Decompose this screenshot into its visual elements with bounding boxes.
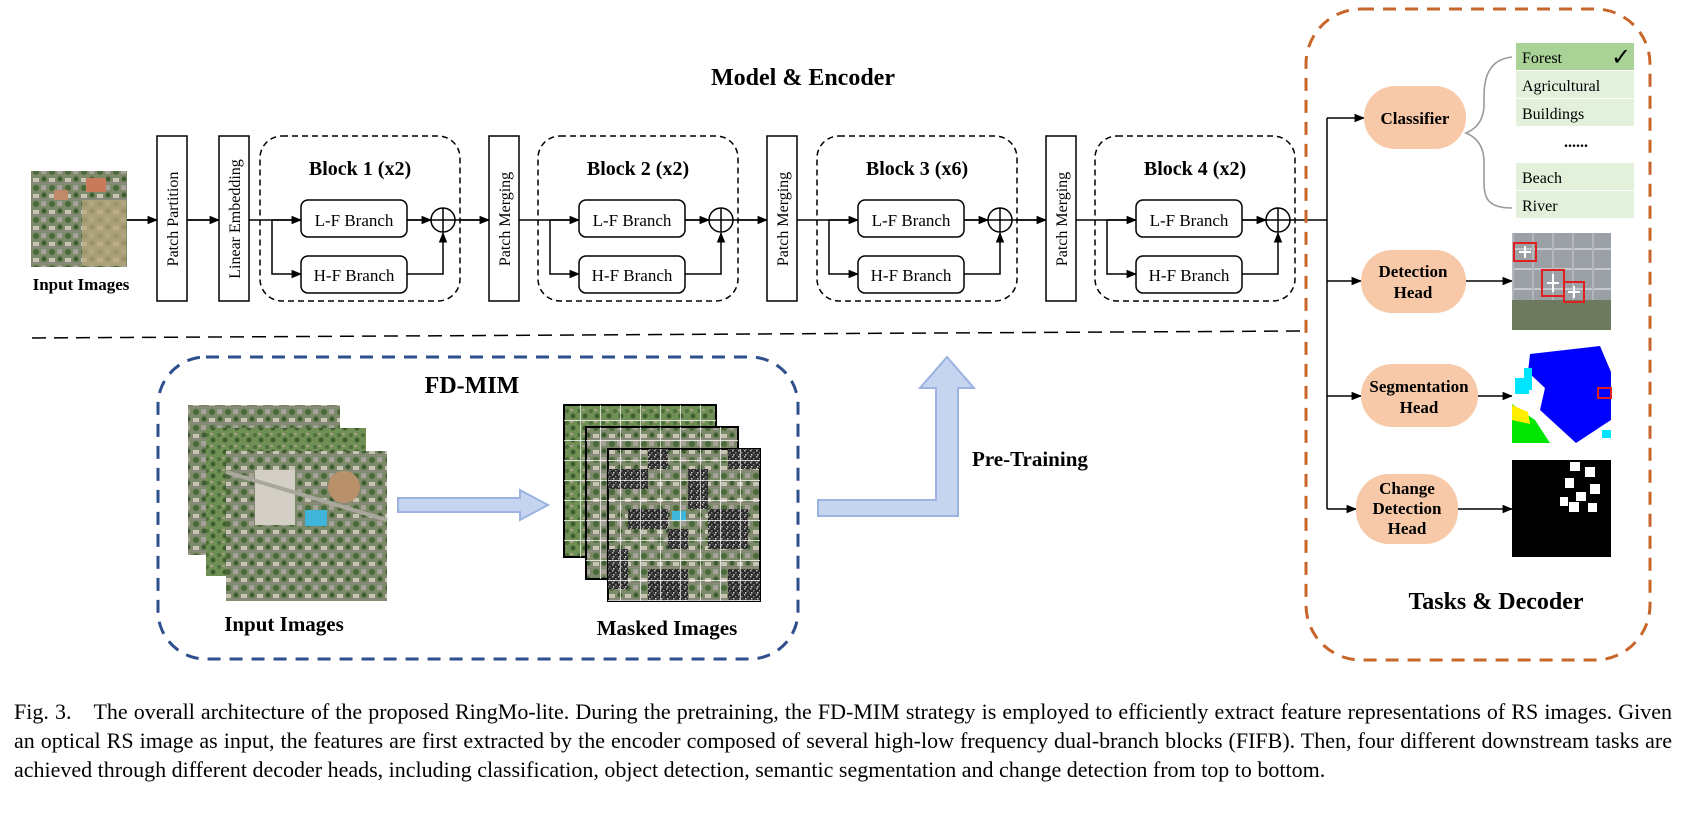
fdmim-input-images (188, 405, 388, 601)
segmentation-label-1: Segmentation (1369, 377, 1469, 396)
pretraining-arrow (817, 355, 977, 517)
class-item-beach: Beach (1522, 170, 1562, 187)
block-3-title: Block 3 (x6) (866, 158, 968, 180)
block-3-sum-plus (988, 208, 1012, 232)
block-1-lf-branch (300, 199, 408, 238)
class-item-agricultural: Agricultural (1522, 78, 1601, 95)
segmentation-label-2: Head (1400, 398, 1439, 417)
check-icon: ✓ (1611, 43, 1631, 71)
block-3-border (816, 135, 1018, 302)
block-4-title: Block 4 (x2) (1144, 158, 1246, 180)
fdmim-title: FD-MIM (425, 373, 520, 399)
classifier-label: Classifier (1381, 109, 1450, 128)
block-3-lf-label: L-F Branch (872, 211, 951, 230)
block-2-hf-label: H-F Branch (592, 266, 673, 285)
patch-partition-label: Patch Partition (165, 172, 182, 267)
change-detection-output-image (1512, 460, 1611, 557)
block-2-lf-label: L-F Branch (593, 211, 672, 230)
encoder-input-image (31, 171, 127, 267)
patch-merging-label-1: Patch Merging (497, 172, 514, 266)
block-2-hf-out (685, 231, 726, 275)
class-item-forest: Forest (1522, 50, 1563, 67)
section-separator (31, 330, 1301, 339)
detection-label-1: Detection (1379, 262, 1448, 281)
fdmim-masked-label: Masked Images (597, 616, 738, 640)
block-3-lf-branch (857, 199, 965, 238)
block-2-lf-branch (578, 199, 686, 238)
block-1-hf-label: H-F Branch (314, 266, 395, 285)
class-item-river: River (1522, 198, 1558, 215)
block-4-hf-label: H-F Branch (1149, 266, 1230, 285)
task-branch-lines (1326, 113, 1514, 514)
class-list (1516, 43, 1634, 218)
class-brace (1463, 56, 1513, 209)
patch-merging-box-2 (766, 135, 798, 302)
patch-merging-label-3: Patch Merging (1054, 172, 1071, 266)
block-4-lf-label: L-F Branch (1150, 211, 1229, 230)
tasks-title: Tasks & Decoder (1408, 589, 1583, 615)
change-label-1: Change (1379, 479, 1435, 498)
fdmim-border (156, 355, 800, 661)
block-1-hf-arrow (271, 220, 303, 279)
linear-embedding-label: Linear Embedding (227, 159, 244, 279)
linear-embedding-box (218, 135, 250, 302)
figure-caption: Fig. 3. The overall architecture of the … (14, 697, 1672, 784)
fdmim-input-label: Input Images (224, 612, 344, 636)
block-2-title: Block 2 (x2) (587, 158, 689, 180)
block-3-hf-label: H-F Branch (871, 266, 952, 285)
fdmim-masked-images (563, 404, 761, 602)
patch-partition-box (156, 135, 188, 302)
change-label-3: Head (1388, 519, 1427, 538)
block-1-sum-plus (431, 208, 455, 232)
encoder-title: Model & Encoder (711, 65, 895, 91)
to-masked-arrow (397, 488, 551, 522)
detection-head (1361, 250, 1466, 313)
classifier-head (1364, 86, 1466, 149)
change-detection-head (1356, 474, 1458, 544)
patch-merging-label-2: Patch Merging (775, 172, 792, 266)
block-1-border (259, 135, 461, 302)
detection-output-image (1512, 233, 1611, 330)
segmentation-head (1361, 364, 1478, 427)
block-4-border (1094, 135, 1296, 302)
encoder-input-label: Input Images (33, 275, 130, 294)
block-3-hf-arrow (828, 220, 860, 279)
block-4-lf-branch (1135, 199, 1243, 238)
block-4-sum-plus (1266, 208, 1290, 232)
detection-label-2: Head (1394, 283, 1433, 302)
block-3-hf-out (964, 231, 1005, 275)
block-2-sum-plus (709, 208, 733, 232)
block-1-title: Block 1 (x2) (309, 158, 411, 180)
patch-merging-box-1 (488, 135, 520, 302)
change-label-2: Detection (1373, 499, 1442, 518)
segmentation-output-image (1512, 346, 1612, 443)
block-4-hf-out (1242, 231, 1283, 275)
caption-text: Fig. 3. The overall architecture of the … (14, 699, 1672, 782)
block-2-hf-arrow (549, 220, 581, 279)
block-1-lf-label: L-F Branch (315, 211, 394, 230)
tasks-border (1304, 7, 1652, 662)
block-1-hf-out (407, 231, 448, 275)
block-4-hf-arrow (1106, 220, 1138, 279)
class-item-ellipsis: ...... (1564, 134, 1588, 151)
patch-merging-box-3 (1045, 135, 1077, 302)
class-item-buildings: Buildings (1522, 106, 1584, 123)
block-2-border (537, 135, 739, 302)
architecture-diagram: Model & Encoder Input Images Patch Parti… (31, 7, 1652, 662)
pretraining-label: Pre-Training (972, 447, 1088, 471)
